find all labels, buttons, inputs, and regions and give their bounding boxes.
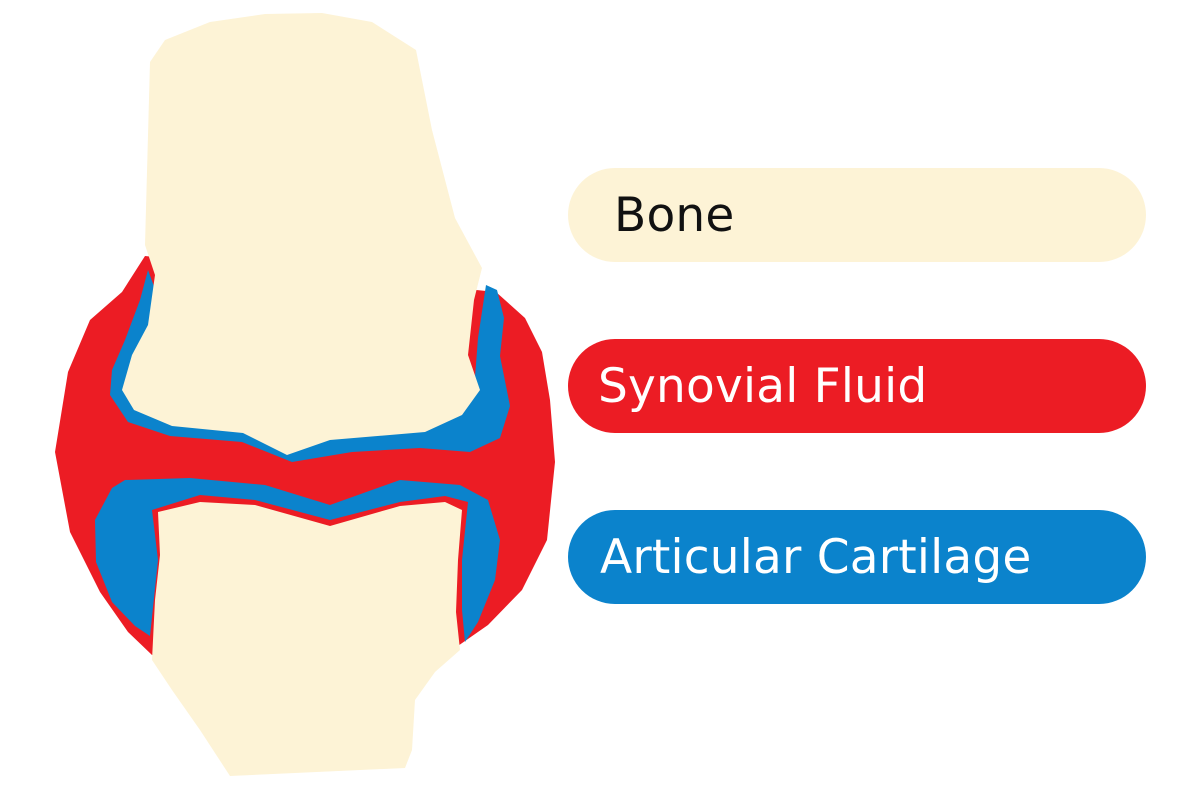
lower-articular-cartilage [95,478,500,642]
lower-bone [152,502,462,776]
upper-articular-cartilage [110,270,510,462]
legend-item-bone: Bone [568,168,1146,262]
legend-label-bone: Bone [614,187,735,243]
legend-item-synovial-fluid: Synovial Fluid [568,339,1146,433]
legend-label-articular-cartilage: Articular Cartilage [600,529,1032,585]
joint-diagram [55,13,555,776]
legend-item-articular-cartilage: Articular Cartilage [568,510,1146,604]
legend-label-synovial-fluid: Synovial Fluid [598,358,928,414]
upper-bone [122,13,482,455]
